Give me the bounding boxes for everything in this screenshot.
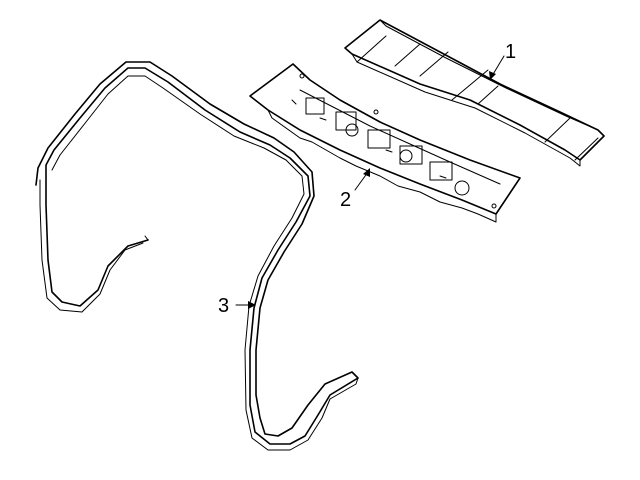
roof-panel-reinforcement <box>344 19 605 167</box>
header-hole <box>454 180 470 196</box>
header-hole <box>299 73 305 79</box>
callout-leader-3 <box>235 301 256 309</box>
header-slot <box>429 161 453 181</box>
callout-2: 2 <box>340 189 351 211</box>
header-hole <box>345 123 359 137</box>
header-hole <box>491 203 497 209</box>
header-hole <box>373 109 379 115</box>
weatherstrip-seal <box>35 61 359 451</box>
header-slot <box>305 97 325 115</box>
callout-3: 3 <box>218 295 229 317</box>
front-header-panel <box>249 63 521 223</box>
header-slot <box>367 129 391 149</box>
callout-leader-1 <box>489 55 505 80</box>
callout-1: 1 <box>505 41 516 63</box>
header-hole <box>399 149 413 163</box>
callout-leader-2 <box>354 168 370 191</box>
